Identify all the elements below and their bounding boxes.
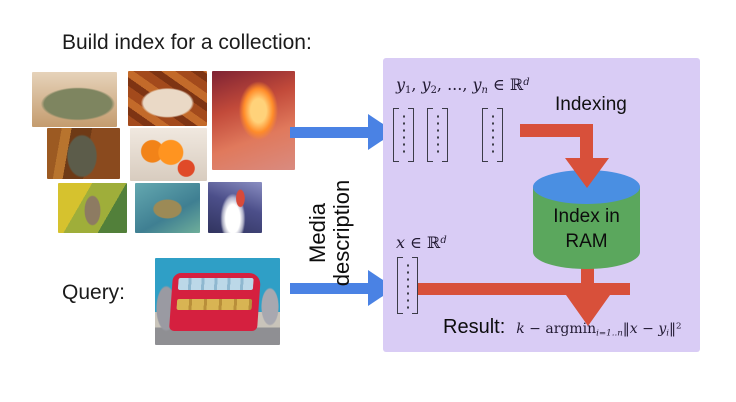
query-vector-math: x ∈ ℝd [396,233,447,252]
bottom-blue-arrow-shaft [290,283,368,294]
indexing-arrow-head-icon [565,158,609,188]
result-row: Result: k − argmini=1..n‖x − yi‖2 [443,316,682,339]
collection-image-rabbit [58,183,127,233]
collection-image-oranges [130,128,207,181]
collection-image-turtle [135,183,200,233]
collection-vectors-math: y1, y2, ..., yn ∈ ℝd [396,75,530,96]
cylinder-label-line2: RAM [565,231,608,252]
collection-image-statue [47,128,120,179]
indexing-label: Indexing [555,94,627,115]
bus-body-shape [169,272,261,332]
collection-image-canyon [212,71,295,170]
feature-vector [482,108,503,162]
collection-title: Build index for a collection: [62,31,312,54]
media-description-line2: description [329,179,354,287]
cylinder-label-line1: Index in [553,206,620,227]
vector-dots [406,262,409,309]
collection-image-woman-in-leaves [128,71,207,126]
collection-image-iguana [32,72,117,127]
media-description-line1: Media [305,203,330,263]
query-feature-vector [397,257,418,314]
indexing-arrow-horizontal-bar [520,124,593,137]
top-blue-arrow-shaft [290,127,368,138]
cylinder-label: Index in RAM [533,204,640,254]
feature-vector [427,108,448,162]
result-arrow-head-icon [566,295,610,326]
indexing-arrow-vertical-bar [580,124,593,160]
collection-image-rocket [208,182,262,233]
vector-dots [402,113,405,157]
vector-dots [436,113,439,157]
query-image-bus [155,258,280,345]
query-label: Query: [62,281,126,304]
vector-dots [491,113,494,157]
index-box: Index in RAM y1, y2, ..., yn ∈ ℝd Indexi… [383,58,700,352]
result-formula: k − argmini=1..n‖x − yi‖2 [516,321,682,339]
feature-vector [393,108,414,162]
media-description-label: Media description [305,148,356,318]
query-vector-arrow-bar [417,283,630,295]
result-label: Result: [443,316,506,338]
